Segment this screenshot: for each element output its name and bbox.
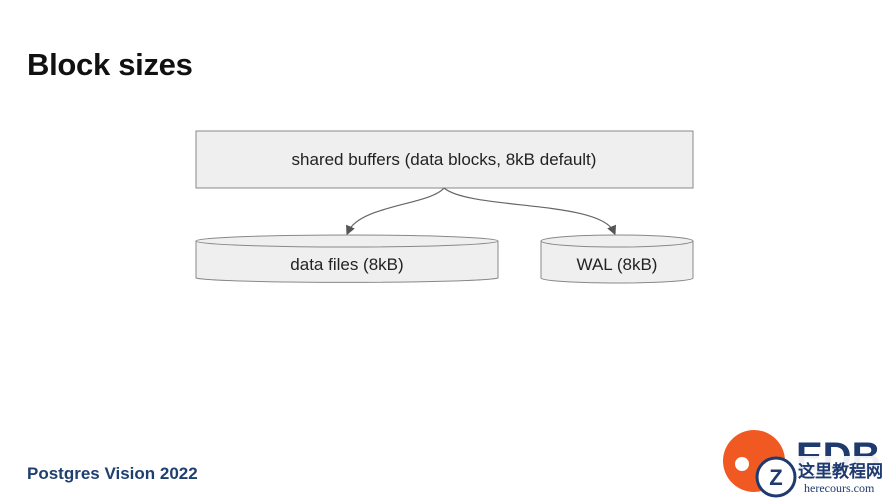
wal-cylinder: WAL (8kB) bbox=[540, 234, 694, 284]
shared-buffers-label: shared buffers (data blocks, 8kB default… bbox=[292, 150, 597, 169]
data-files-cylinder: data files (8kB) bbox=[195, 234, 499, 283]
footer-text: Postgres Vision 2022 bbox=[27, 464, 198, 483]
shared-buffers-box: shared buffers (data blocks, 8kB default… bbox=[195, 130, 694, 189]
slide-title: Block sizes bbox=[27, 47, 193, 82]
watermark-cn-text: 这里教程网 bbox=[798, 461, 883, 482]
edb-logo: EDB Z 这里教程网 herecours.com bbox=[723, 430, 890, 499]
wal-label: WAL (8kB) bbox=[577, 255, 658, 274]
svg-text:Z: Z bbox=[769, 465, 782, 490]
arrow-to-data-files bbox=[346, 187, 445, 236]
watermark-url-text: herecours.com bbox=[804, 481, 875, 495]
arrow-to-wal bbox=[443, 187, 616, 236]
data-files-label: data files (8kB) bbox=[290, 255, 403, 274]
watermark-badge-icon bbox=[755, 456, 797, 498]
